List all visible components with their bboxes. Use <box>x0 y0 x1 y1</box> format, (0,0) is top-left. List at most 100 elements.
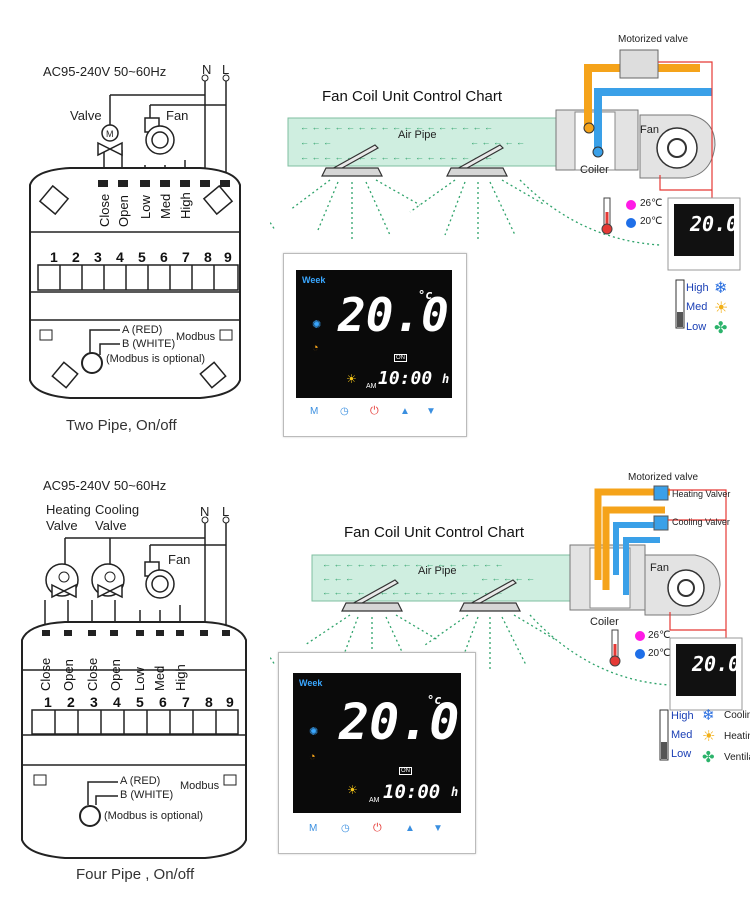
fan-motor-icon-2 <box>144 561 175 599</box>
wire-label-high: High <box>178 192 193 219</box>
hour-unit-2: h <box>451 785 459 799</box>
terminal-3: 3 <box>94 249 102 265</box>
wire-label-low: Low <box>138 195 153 219</box>
terminal-6: 6 <box>160 249 168 265</box>
wire-label-med-2: Med <box>152 665 167 691</box>
thermometer-icon <box>601 223 613 235</box>
live-label-2: L <box>222 504 230 519</box>
temperature-display-2: 20.0 <box>339 693 460 751</box>
speed-high-label: High <box>686 282 709 294</box>
modbus-title: Modbus <box>176 331 216 343</box>
sun-icon: ☀ <box>714 300 729 317</box>
wire-label-open-heat: Open <box>61 659 76 691</box>
up-button-2[interactable]: ▲ <box>405 823 415 834</box>
terminal-5: 5 <box>138 249 146 265</box>
wire-label-close: Close <box>97 193 112 227</box>
terminal-2-1: 1 <box>44 694 52 710</box>
week-label-2: Week <box>299 678 323 688</box>
heating-valver-icon <box>653 485 669 501</box>
speed-high-label-2: High <box>671 710 694 722</box>
thermometer-icon-2 <box>609 655 621 667</box>
speed-med-label: Med <box>686 301 708 313</box>
terminal-4: 4 <box>116 249 124 265</box>
time-display: 10:00 <box>378 368 433 389</box>
power-button[interactable]: ⏻ <box>370 405 379 417</box>
mini-temp-display: 20.0 <box>690 212 739 236</box>
motorized-valve-icon <box>619 49 659 79</box>
thermostat-lcd-1: Week 20.0 °c AM ON 10:00 h ✺ ◔ ☀ <box>296 270 452 398</box>
svg-text:← ← ←: ← ← ← <box>300 137 332 147</box>
wire-label-med: Med <box>158 193 173 219</box>
terminal-1: 1 <box>50 249 58 265</box>
sun-icon-2: ☀ <box>702 728 716 745</box>
menu-button[interactable]: M <box>310 406 319 417</box>
terminal-2: 2 <box>72 249 80 265</box>
power-button-2[interactable]: ⏻ <box>373 822 382 834</box>
up-button[interactable]: ▲ <box>400 406 410 417</box>
wire-label-close-cool: Close <box>85 657 100 691</box>
fan-label-chart-2: Fan <box>650 562 669 574</box>
motorized-valve-label: Motorized valve <box>618 34 689 45</box>
menu-button-2[interactable]: M <box>309 823 318 834</box>
week-label: Week <box>302 275 326 285</box>
thermostat-device-2: Week 20.0 °c AM ON 10:00 h ✺ ◔ ☀ M ◷ ⏻ ▲… <box>278 652 476 854</box>
neutral-label: N <box>202 62 212 77</box>
mode-ventilation-label: Ventilat <box>724 752 750 763</box>
down-button-2[interactable]: ▼ <box>433 823 443 834</box>
mode-heating-label: Heating <box>724 731 750 742</box>
wire-label-open: Open <box>116 195 131 227</box>
svg-text:← ← ← ← ← ← ← ← ← ← ← ← ← ← ←: ← ← ← ← ← ← ← ← ← ← ← ← ← ← ← ← ← <box>300 152 493 162</box>
motorized-valve-label-2: Motorized valve <box>628 472 699 483</box>
cooling-valve-label-1: Cooling <box>95 502 140 517</box>
fan-motor-icon <box>144 117 175 155</box>
wire-label-close-heat: Close <box>38 657 53 691</box>
snowflake-icon: ❄ <box>714 280 728 297</box>
am-label: AM <box>366 383 377 390</box>
caption-two-pipe: Two Pipe, On/off <box>66 417 177 434</box>
modbus-a-label: A (RED) <box>122 324 163 336</box>
terminal-2-5: 5 <box>136 694 144 710</box>
svg-text:← ← ← ← ←: ← ← ← ← ← <box>470 137 525 147</box>
modbus-note: (Modbus is optional) <box>106 353 206 365</box>
live-label: L <box>222 62 230 77</box>
clock-button-2[interactable]: ◷ <box>341 823 350 834</box>
terminal-2-2: 2 <box>67 694 75 710</box>
svg-text:← ← ← ← ← ← ← ← ← ← ← ← ← ← ←: ← ← ← ← ← ← ← ← ← ← ← ← ← ← ← ← <box>322 587 504 597</box>
temperature-display: 20.0 <box>338 288 449 342</box>
down-button[interactable]: ▼ <box>426 406 436 417</box>
terminal-2-6: 6 <box>159 694 167 710</box>
terminal-2-3: 3 <box>90 694 98 710</box>
cooling-valver-label: Cooling Valver <box>672 517 730 527</box>
ventilation-icon-2: ✤ <box>702 749 715 766</box>
cooling-valve-label-2: Valve <box>95 518 127 533</box>
thermostat-lcd-2: Week 20.0 °c AM ON 10:00 h ✺ ◔ ☀ <box>293 673 461 813</box>
fan-mode-icon-2: ✺ <box>309 726 319 738</box>
temp-hot-label-2: 26℃ <box>648 630 671 641</box>
caption-four-pipe: Four Pipe , On/off <box>76 866 195 883</box>
chart-title-2: Fan Coil Unit Control Chart <box>344 524 525 541</box>
mode-cooling-label: Cooling <box>724 710 750 721</box>
thermostat-device-1: Week 20.0 °c AM ON 10:00 h ✺ ◔ ☀ M ◷ ⏻ ▲… <box>283 253 467 437</box>
wire-label-low-2: Low <box>132 667 147 691</box>
modbus-b-label: B (WHITE) <box>122 338 176 350</box>
terminal-7: 7 <box>182 249 190 265</box>
time-display-2: 10:00 <box>383 781 441 803</box>
heating-valve-icon <box>45 563 79 599</box>
sun-mode-icon-2: ☀ <box>347 783 358 797</box>
clock-button[interactable]: ◷ <box>340 406 349 417</box>
valve-icon: M <box>97 124 123 157</box>
clock-icon: ◔ <box>312 342 319 354</box>
terminal-2-9: 9 <box>226 694 234 710</box>
terminal-2-8: 8 <box>205 694 213 710</box>
air-pipe-label: Air Pipe <box>398 129 437 141</box>
svg-text:← ← ← ← ← ← ← ← ← ← ← ← ← ← ←: ← ← ← ← ← ← ← ← ← ← ← ← ← ← ← ← <box>322 559 504 569</box>
wiring-diagram-1: M <box>29 74 241 399</box>
svg-text:← ← ← ← ← ← ← ← ← ← ← ← ← ← ←: ← ← ← ← ← ← ← ← ← ← ← ← ← ← ← ← ← <box>300 122 493 132</box>
on-badge-2: ON <box>399 767 412 775</box>
svg-text:← ← ← ← ←: ← ← ← ← ← <box>480 573 535 583</box>
terminal-8: 8 <box>204 249 212 265</box>
power-spec: AC95-240V 50~60Hz <box>43 64 167 79</box>
am-label-2: AM <box>369 797 380 804</box>
ventilation-icon: ✤ <box>714 320 728 337</box>
svg-text:← ← ←: ← ← ← <box>322 573 354 583</box>
